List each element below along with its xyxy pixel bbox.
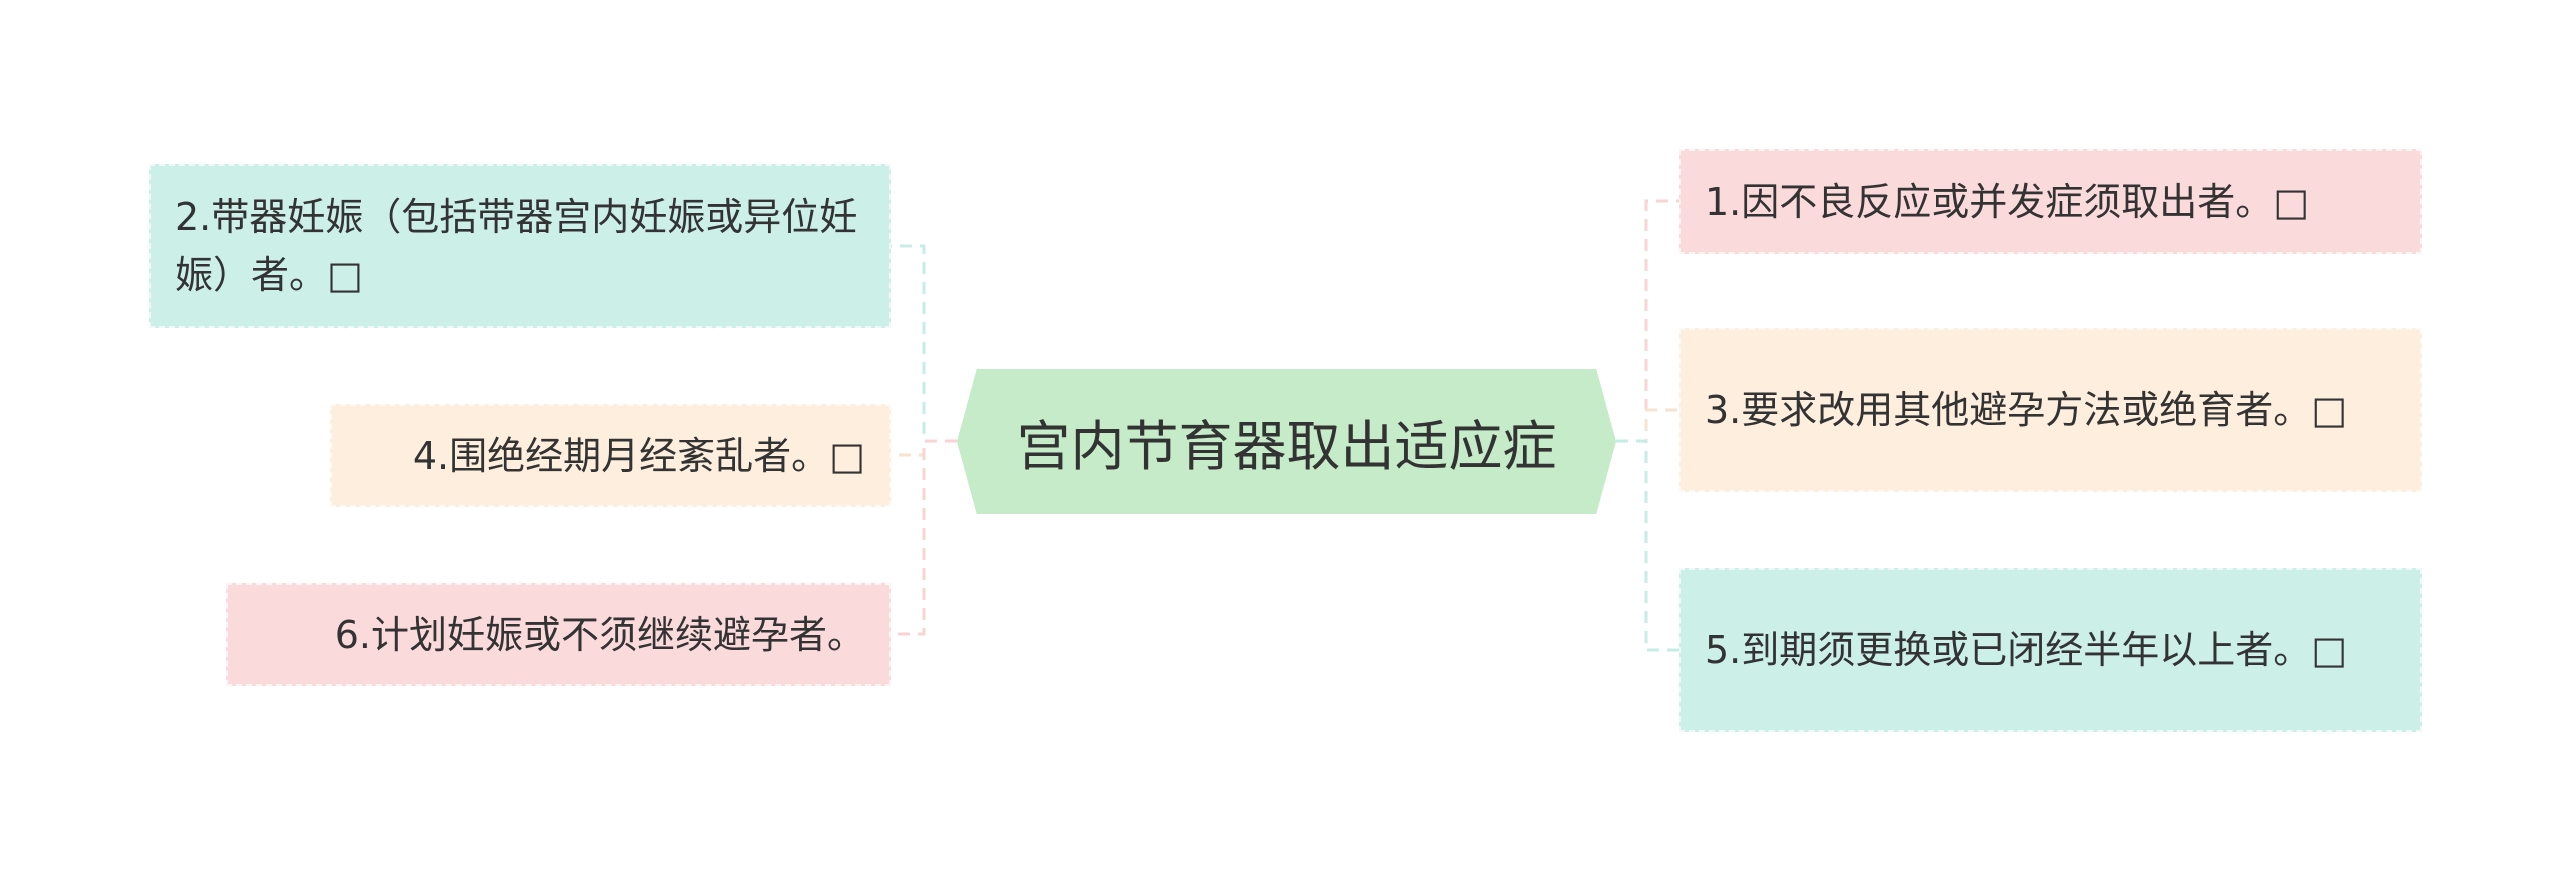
- topic-label: 2.带器妊娠（包括带器宫内妊娠或异位妊娠）者。□: [175, 195, 858, 297]
- topic-label: 6.计划妊娠或不须继续避孕者。: [334, 612, 865, 657]
- central-topic-label: 宫内节育器取出适应症: [1016, 415, 1557, 478]
- connector-right-5: [1616, 439, 1679, 652]
- topic-node-2[interactable]: 2.带器妊娠（包括带器宫内妊娠或异位妊娠）者。□: [149, 164, 891, 328]
- topic-node-4[interactable]: 4.围绝经期月经紊乱者。□: [330, 404, 891, 507]
- topic-label: 1.因不良反应或并发症须取出者。□: [1705, 179, 2310, 224]
- topic-node-5[interactable]: 5.到期须更换或已闭经半年以上者。□: [1679, 568, 2422, 732]
- topic-label: 3.要求改用其他避孕方法或绝育者。□: [1705, 388, 2348, 432]
- topic-node-3[interactable]: 3.要求改用其他避孕方法或绝育者。□: [1679, 328, 2422, 492]
- topic-label: 5.到期须更换或已闭经半年以上者。□: [1705, 628, 2348, 672]
- connector-left-6: [891, 439, 957, 636]
- topic-node-1[interactable]: 1.因不良反应或并发症须取出者。□: [1679, 149, 2422, 254]
- connector-right-3: [1616, 408, 1679, 443]
- connector-right-1: [1616, 199, 1679, 443]
- central-topic[interactable]: 宫内节育器取出适应症: [957, 369, 1616, 514]
- topic-label: 4.围绝经期月经紊乱者。□: [412, 433, 865, 478]
- connector-left-2: [891, 244, 957, 443]
- topic-node-6[interactable]: 6.计划妊娠或不须继续避孕者。: [226, 583, 891, 686]
